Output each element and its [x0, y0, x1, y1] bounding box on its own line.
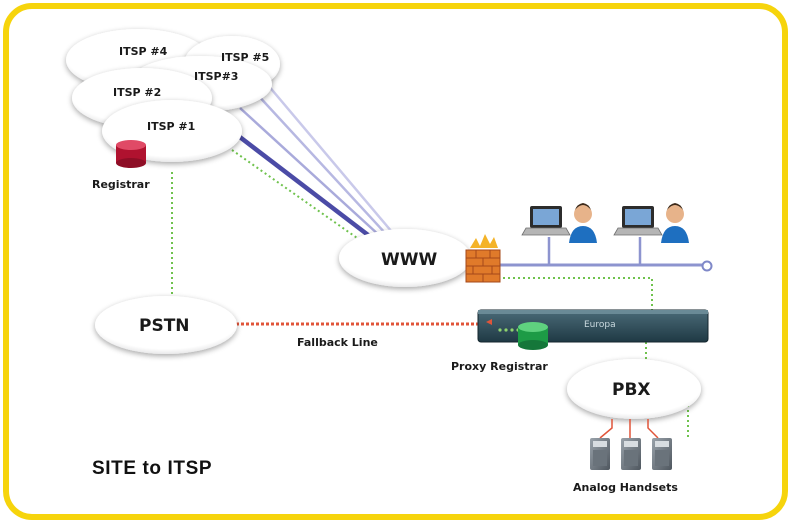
www-label: WWW [381, 250, 438, 270]
registrar-database-icon [116, 140, 146, 168]
diagram-caption: SITE to ITSP [92, 458, 212, 479]
analog-handset-3-icon [652, 438, 672, 470]
itsp2-label: ITSP #2 [113, 86, 161, 99]
itsp3-trunk-line [254, 91, 387, 235]
itsp1-label: ITSP #1 [147, 120, 195, 133]
laptop-user-1-icon [521, 203, 597, 243]
registrar-label: Registrar [92, 178, 150, 191]
itsp2-trunk-line [239, 107, 381, 237]
analog-handset-2-icon [621, 438, 641, 470]
analog-handset-1-icon [590, 438, 610, 470]
pbx-label: PBX [612, 380, 651, 400]
itsp4-label: ITSP #4 [119, 45, 168, 58]
laptop-user-2-icon [613, 203, 689, 243]
pstn-label: PSTN [139, 316, 190, 336]
analog-handsets-label: Analog Handsets [573, 481, 678, 494]
proxy-registrar-database-icon [518, 322, 548, 350]
pstn-cloud [95, 296, 237, 354]
europa-appliance: Europa [477, 309, 709, 343]
itsp3-label: ITSP#3 [194, 70, 238, 83]
registrar-www-dotted-line [231, 149, 361, 241]
fallback-line-label: Fallback Line [297, 336, 378, 349]
handset-wiring [599, 419, 659, 439]
firewall-appliance-dotted-line [498, 277, 653, 312]
itsp5-trunk-line [261, 77, 393, 233]
pbx-cloud [567, 359, 701, 419]
itsp5-label: ITSP #5 [221, 51, 269, 64]
itsp1-trunk-line [226, 126, 374, 240]
appliance-brand-label: Europa [584, 320, 616, 330]
connections [171, 77, 713, 440]
firewall-icon [465, 234, 501, 283]
proxy-registrar-label: Proxy Registrar [451, 360, 548, 373]
lan-terminator [701, 260, 713, 272]
www-cloud [339, 229, 471, 287]
